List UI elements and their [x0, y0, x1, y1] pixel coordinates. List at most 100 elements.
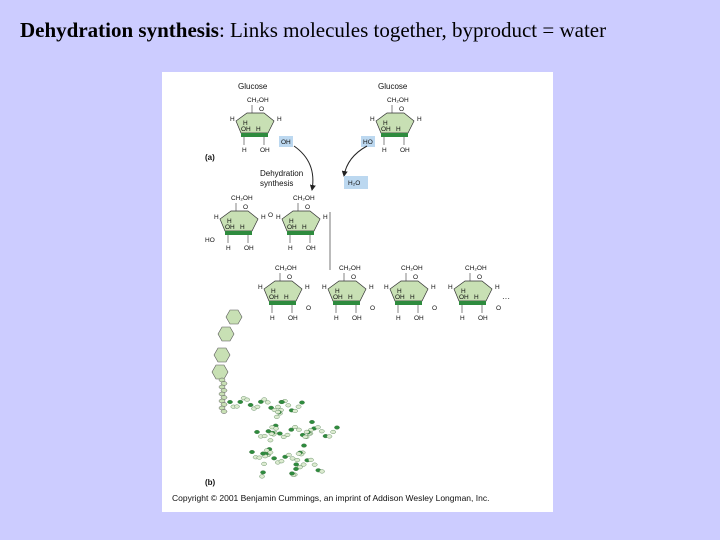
ring-bottom-edge	[225, 231, 252, 235]
ring-bottom-edge	[333, 301, 360, 305]
part-a-label: (a)	[205, 153, 215, 162]
helix-bead	[295, 404, 302, 409]
ring-oh-label: OH	[459, 294, 469, 301]
ring-oh-label: OH	[306, 245, 316, 252]
helix-bead	[295, 451, 302, 456]
helix-bead	[247, 402, 254, 407]
helix-bead	[265, 429, 272, 434]
ring-bottom-edge	[459, 301, 486, 305]
ring-h-label: H	[288, 245, 293, 252]
ring-h-label: H	[276, 214, 281, 221]
helix-bead	[303, 429, 310, 434]
helix-bead	[293, 466, 299, 471]
helix-bead	[267, 450, 274, 455]
ring-oh-label: OH	[395, 294, 405, 301]
helix-bead	[301, 443, 307, 448]
slide-title-bold: Dehydration synthesis	[20, 18, 219, 42]
ring-h-label: H	[335, 288, 340, 295]
chain-continuation: ···	[502, 294, 510, 303]
helix-bead	[261, 434, 268, 439]
ring-ch2oh-label: CH₂OH	[231, 195, 253, 202]
helix-bead	[318, 429, 325, 434]
helix-bead	[268, 431, 275, 436]
ring-oh-label: OH	[241, 126, 251, 133]
reaction-label-line1: Dehydration	[260, 169, 303, 178]
branch-sugar	[225, 309, 243, 325]
ring-h-label: H	[370, 116, 375, 123]
ring-oh-label: OH	[381, 126, 391, 133]
ring-h-label: H	[348, 294, 353, 301]
water-highlight	[344, 176, 368, 189]
helix-bead	[311, 462, 318, 467]
ring-h-label: H	[323, 214, 328, 221]
ring-h-label: H	[383, 120, 388, 127]
helix-bead	[284, 432, 291, 437]
glycogen-illustration	[211, 309, 340, 479]
ring-oh-label: OH	[287, 224, 297, 231]
helix-bead	[278, 459, 285, 464]
ring-bottom-edge	[269, 301, 296, 305]
ring-oh-label: OH	[414, 315, 424, 322]
helix-bead	[254, 430, 260, 435]
chain-bridge-o: O	[496, 305, 501, 312]
helix-bead	[259, 474, 265, 479]
glucose-right-label: Glucose	[378, 82, 408, 91]
helix-bead	[264, 400, 271, 405]
ring-h-label: H	[258, 284, 263, 291]
helix-bead	[293, 462, 300, 467]
helix-bead	[249, 450, 255, 455]
ring-h-label: H	[243, 120, 248, 127]
ring-bottom-edge	[241, 133, 268, 137]
helix-bead	[260, 470, 266, 475]
ring-h-label: H	[410, 294, 415, 301]
ring-h-label: H	[284, 294, 289, 301]
ring-h-label: H	[474, 294, 479, 301]
ring-oxygen-label: O	[413, 274, 418, 281]
helix-bead	[227, 400, 233, 405]
ring-h-label: H	[226, 245, 231, 252]
helix-bead	[294, 458, 301, 463]
helix-bead	[244, 397, 250, 402]
helix-bead	[308, 457, 314, 462]
helix-bead	[309, 420, 315, 425]
helix-bead	[289, 471, 295, 476]
glucose-left-label: Glucose	[238, 82, 268, 91]
helix-bead	[280, 434, 287, 439]
highlight-oh-label: OH	[281, 139, 291, 146]
maltose-ho-label: HO	[205, 237, 215, 244]
ho-highlight	[361, 136, 375, 147]
helix-bead	[256, 455, 263, 460]
helix-bead	[319, 469, 325, 474]
ring-oxygen-label: O	[351, 274, 356, 281]
chain-bridge-o: O	[432, 305, 437, 312]
helix-bead	[258, 399, 264, 404]
highlight-ho-label: HO	[363, 139, 373, 146]
helix-bead	[271, 456, 277, 461]
branch-sugar	[217, 326, 235, 342]
helix-bead	[237, 399, 244, 404]
ring-h-label: H	[261, 214, 266, 221]
ring-ch2oh-label: CH₂OH	[387, 97, 409, 104]
helix-bead	[302, 434, 309, 439]
helix-bead	[273, 414, 280, 419]
ring-oh-label: OH	[333, 294, 343, 301]
helix-bead	[277, 431, 283, 436]
helix-bead	[292, 425, 298, 430]
ring-oh-label: OH	[288, 315, 298, 322]
chain-bridge-o: O	[370, 305, 375, 312]
ring-oh-label: OH	[225, 224, 235, 231]
helix-bead	[292, 408, 298, 413]
copyright-text: Copyright © 2001 Benjamin Cummings, an i…	[172, 493, 489, 503]
ring-h-label: H	[271, 288, 276, 295]
ring-ch2oh-label: CH₂OH	[401, 265, 423, 272]
helix-bead	[334, 425, 340, 430]
ring-bottom-edge	[395, 301, 422, 305]
ring-h-label: H	[256, 126, 261, 133]
ring-ch2oh-label: CH₂OH	[339, 265, 361, 272]
ring-h-label: H	[302, 224, 307, 231]
